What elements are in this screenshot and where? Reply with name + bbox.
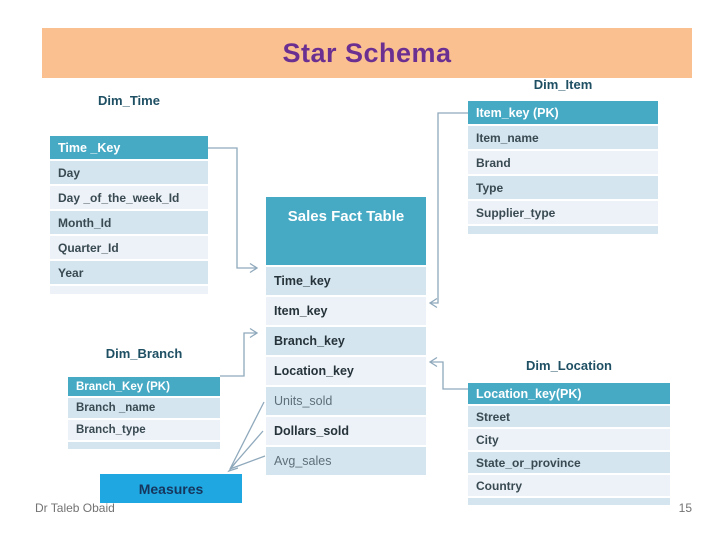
table-row: Supplier_type	[468, 201, 658, 224]
connector-location	[431, 361, 468, 390]
table-row: Day _of_the_week_Id	[50, 186, 208, 209]
table-row: Time_key	[266, 267, 426, 295]
table-row: Location_key	[266, 357, 426, 385]
table-row: Item_name	[468, 126, 658, 149]
table-row: Branch_type	[68, 420, 220, 440]
table-footer-strip	[468, 498, 670, 505]
page-number: 15	[678, 501, 692, 515]
connector-branch	[220, 332, 256, 377]
measures-label: Measures	[138, 480, 204, 497]
dim-branch-header-cell: Branch_Key (PK)	[68, 377, 220, 396]
footer-author: Dr Taleb Obaid	[35, 501, 115, 515]
connector-measures-dollars	[229, 430, 264, 470]
table-row: Month_Id	[50, 211, 208, 234]
table-row: Item_key	[266, 297, 426, 325]
dim-time-header-cell: Time _Key	[50, 136, 208, 159]
dim-time-title: Dim_Time	[98, 93, 160, 108]
page-title: Star Schema	[282, 37, 452, 68]
table-row: State_or_province	[468, 452, 670, 473]
table-row: Country	[468, 475, 670, 496]
arrowhead-measures	[227, 461, 239, 473]
table-row: Avg_sales	[266, 447, 426, 475]
title-banner: Star Schema	[42, 28, 692, 78]
table-row: Dollars_sold	[266, 417, 426, 445]
arrowhead-location	[428, 356, 438, 368]
table-row: Branch_key	[266, 327, 426, 355]
dim-branch-title: Dim_Branch	[105, 346, 183, 361]
table-row: Quarter_Id	[50, 236, 208, 259]
arrowhead-branch	[249, 327, 259, 339]
connector-measures-avg	[229, 455, 266, 470]
table-row: Day	[50, 161, 208, 184]
dim-item-header-cell: Item_key (PK)	[468, 101, 658, 124]
table-footer-strip	[468, 226, 658, 234]
table-row: Year	[50, 261, 208, 284]
connector-measures-units	[229, 401, 265, 470]
table-row: Units_sold	[266, 387, 426, 415]
measures-label-box: Measures	[100, 474, 242, 503]
table-row: Type	[468, 176, 658, 199]
dim-item-title: Dim_Item	[533, 77, 593, 92]
table-footer-strip	[68, 442, 220, 449]
table-row: Branch _name	[68, 398, 220, 418]
table-row: Street	[468, 406, 670, 427]
fact-table-title-cell: Sales Fact Table	[266, 197, 426, 265]
table-footer-strip	[50, 286, 208, 294]
arrowhead-time	[249, 262, 259, 274]
dim-location-header-cell: Location_key(PK)	[468, 383, 670, 404]
table-row: Brand	[468, 151, 658, 174]
connector-item	[431, 112, 468, 304]
connector-time	[208, 147, 256, 269]
dim-location-title: Dim_Location	[526, 358, 612, 373]
table-row: City	[468, 429, 670, 450]
arrowhead-item	[428, 297, 438, 309]
